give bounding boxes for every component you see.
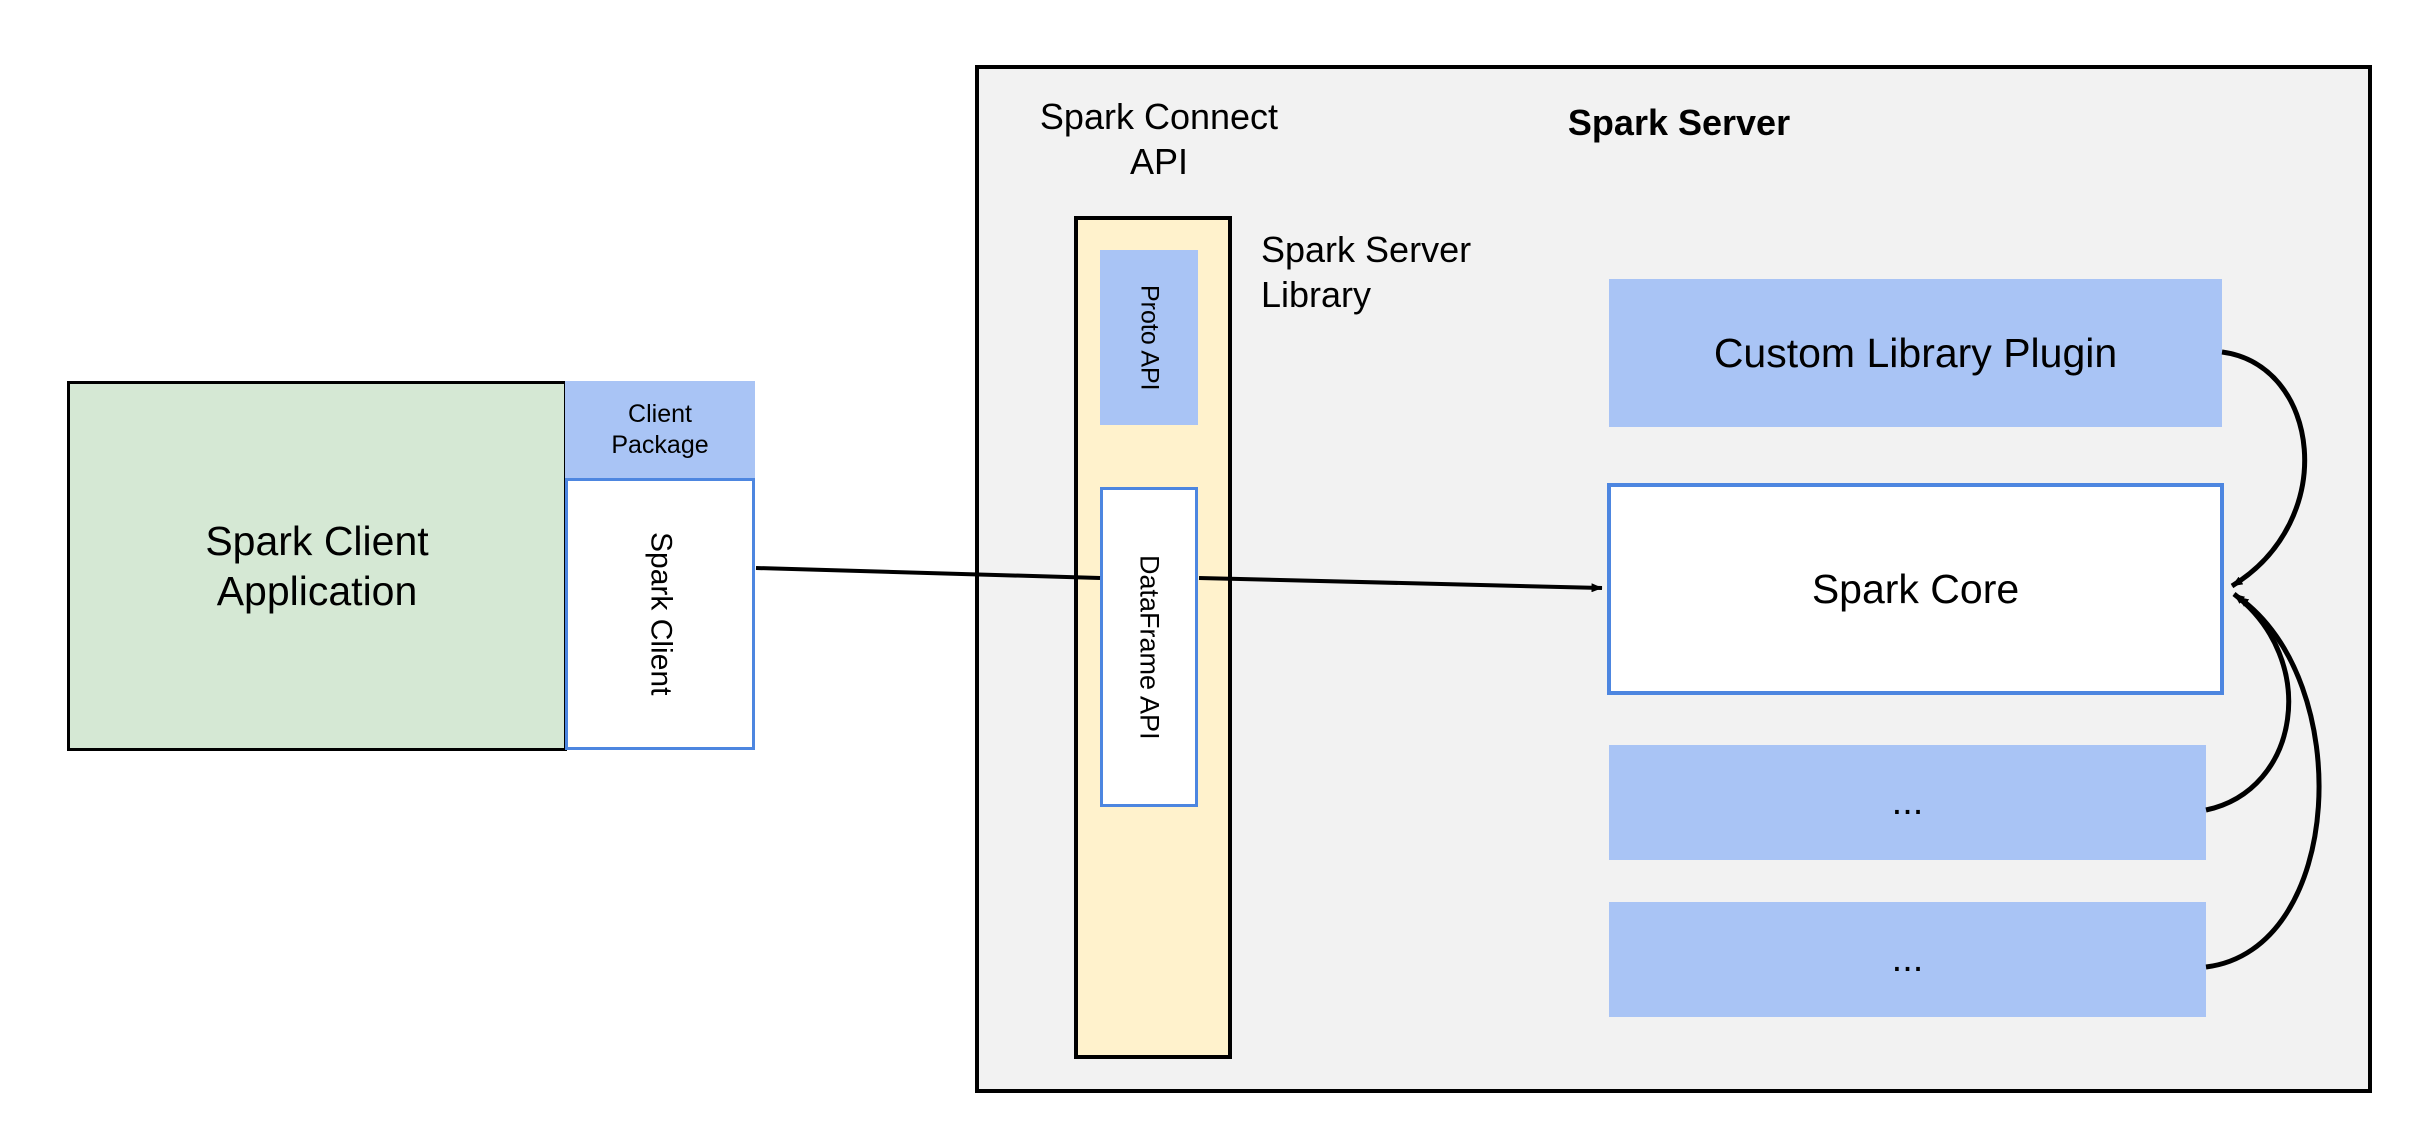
- server-component-ellipsis-box-1[interactable]: ...: [1609, 745, 2206, 860]
- custom-library-plugin-box[interactable]: Custom Library Plugin: [1609, 279, 2222, 427]
- spark-client-box[interactable]: Spark Client: [565, 478, 755, 750]
- spark-server-library-label: Spark Server Library: [1261, 229, 1472, 315]
- client-package-box[interactable]: Client Package: [565, 381, 755, 478]
- server-component-ellipsis-label-2: ...: [1891, 938, 1924, 981]
- spark-core-label: Spark Core: [1811, 565, 2020, 612]
- custom-library-plugin-label: Custom Library Plugin: [1713, 329, 2118, 376]
- proto-api-label: Proto API: [1135, 284, 1164, 391]
- proto-api-box[interactable]: Proto API: [1100, 250, 1198, 425]
- dataframe-api-label: DataFrame API: [1134, 554, 1165, 740]
- server-component-ellipsis-box-2[interactable]: ...: [1609, 902, 2206, 1017]
- spark-client-application-label: Spark Client Application: [205, 517, 429, 614]
- spark-client-label: Spark Client: [644, 532, 678, 696]
- spark-core-box[interactable]: Spark Core: [1607, 483, 2224, 695]
- spark-connect-api-label: Spark Connect API: [1039, 96, 1279, 182]
- server-component-ellipsis-label-1: ...: [1891, 781, 1924, 824]
- spark-server-title: Spark Server: [1567, 102, 1791, 143]
- dataframe-api-box[interactable]: DataFrame API: [1100, 487, 1198, 807]
- spark-client-application-box[interactable]: Spark Client Application: [67, 381, 567, 751]
- client-package-label: Client Package: [611, 400, 709, 459]
